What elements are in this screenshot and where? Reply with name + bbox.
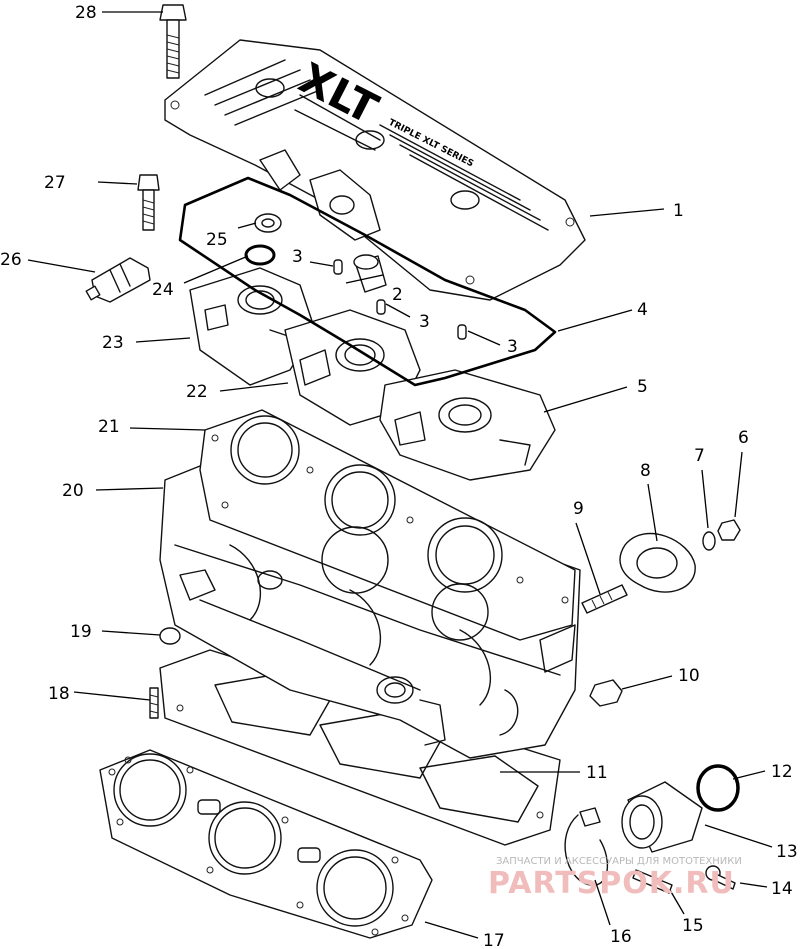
part-3-dowel-a [333, 259, 343, 275]
part-16-clamp [564, 807, 609, 886]
callout-16: 16 [610, 927, 632, 947]
part-21-gasket [199, 409, 576, 641]
callout-20: 20 [62, 481, 84, 501]
part-24-oring [244, 244, 276, 266]
part-12-oring [696, 764, 740, 812]
callout-10: 10 [678, 666, 700, 686]
part-25-washer [254, 213, 282, 233]
part-15-screw [632, 869, 673, 894]
part-11-plate [159, 649, 561, 846]
callout-28: 28 [75, 3, 97, 23]
callout-13: 13 [776, 842, 798, 862]
watermark-brand: PARTSPOK.RU [488, 866, 735, 901]
callout-27: 27 [44, 173, 66, 193]
part-4-gasket-loop [178, 176, 557, 387]
callout-3b: 3 [419, 312, 430, 332]
callout-22: 22 [186, 382, 208, 402]
callout-12: 12 [771, 762, 793, 782]
callout-25: 25 [206, 230, 228, 250]
callout-19: 19 [70, 622, 92, 642]
part-28-bolt [159, 4, 187, 79]
part-2-fitting [353, 254, 387, 293]
part-27-bolt [137, 174, 160, 231]
part-8-flange [619, 532, 696, 593]
callout-15: 15 [682, 916, 704, 936]
callout-17: 17 [483, 931, 505, 949]
callout-24: 24 [152, 280, 174, 300]
part-5-head [379, 369, 556, 481]
watermark-line: ЗАПЧАСТИ И АКСЕССУАРЫ ДЛЯ МОТОТЕХНИКИ [496, 856, 742, 867]
part-3-dowel-c [457, 324, 467, 340]
callout-4: 4 [637, 300, 648, 320]
part-9-stud [581, 584, 628, 614]
callout-6: 6 [738, 428, 749, 448]
callout-11: 11 [586, 763, 608, 783]
callout-3c: 3 [507, 337, 518, 357]
callout-21: 21 [98, 417, 120, 437]
callout-18: 18 [48, 684, 70, 704]
part-7-washer [702, 531, 716, 551]
part-10-nut [589, 679, 623, 707]
callout-2: 2 [392, 285, 403, 305]
part-3-dowel-b [376, 299, 386, 315]
callout-7: 7 [694, 446, 705, 466]
callout-14: 14 [771, 879, 793, 899]
callout-5: 5 [637, 377, 648, 397]
part-19-plug [159, 627, 181, 645]
callout-26: 26 [0, 250, 22, 270]
callout-1: 1 [673, 201, 684, 221]
part-26-sensor [85, 257, 151, 303]
part-13-adaptor [621, 781, 703, 853]
part-14-screw [705, 865, 736, 890]
part-6-nut [717, 519, 741, 541]
part-17-gasket [99, 749, 433, 939]
callout-8: 8 [640, 461, 651, 481]
callout-numbers: 28 27 26 25 24 3 2 3 3 1 4 5 23 22 21 20… [0, 3, 798, 949]
callout-3a: 3 [292, 247, 303, 267]
callout-9: 9 [573, 499, 584, 519]
watermark: ЗАПЧАСТИ И АКСЕССУАРЫ ДЛЯ МОТОТЕХНИКИ PA… [488, 856, 742, 901]
part-18-fitting [149, 687, 159, 719]
leader-lines [27, 11, 773, 939]
callout-23: 23 [102, 333, 124, 353]
